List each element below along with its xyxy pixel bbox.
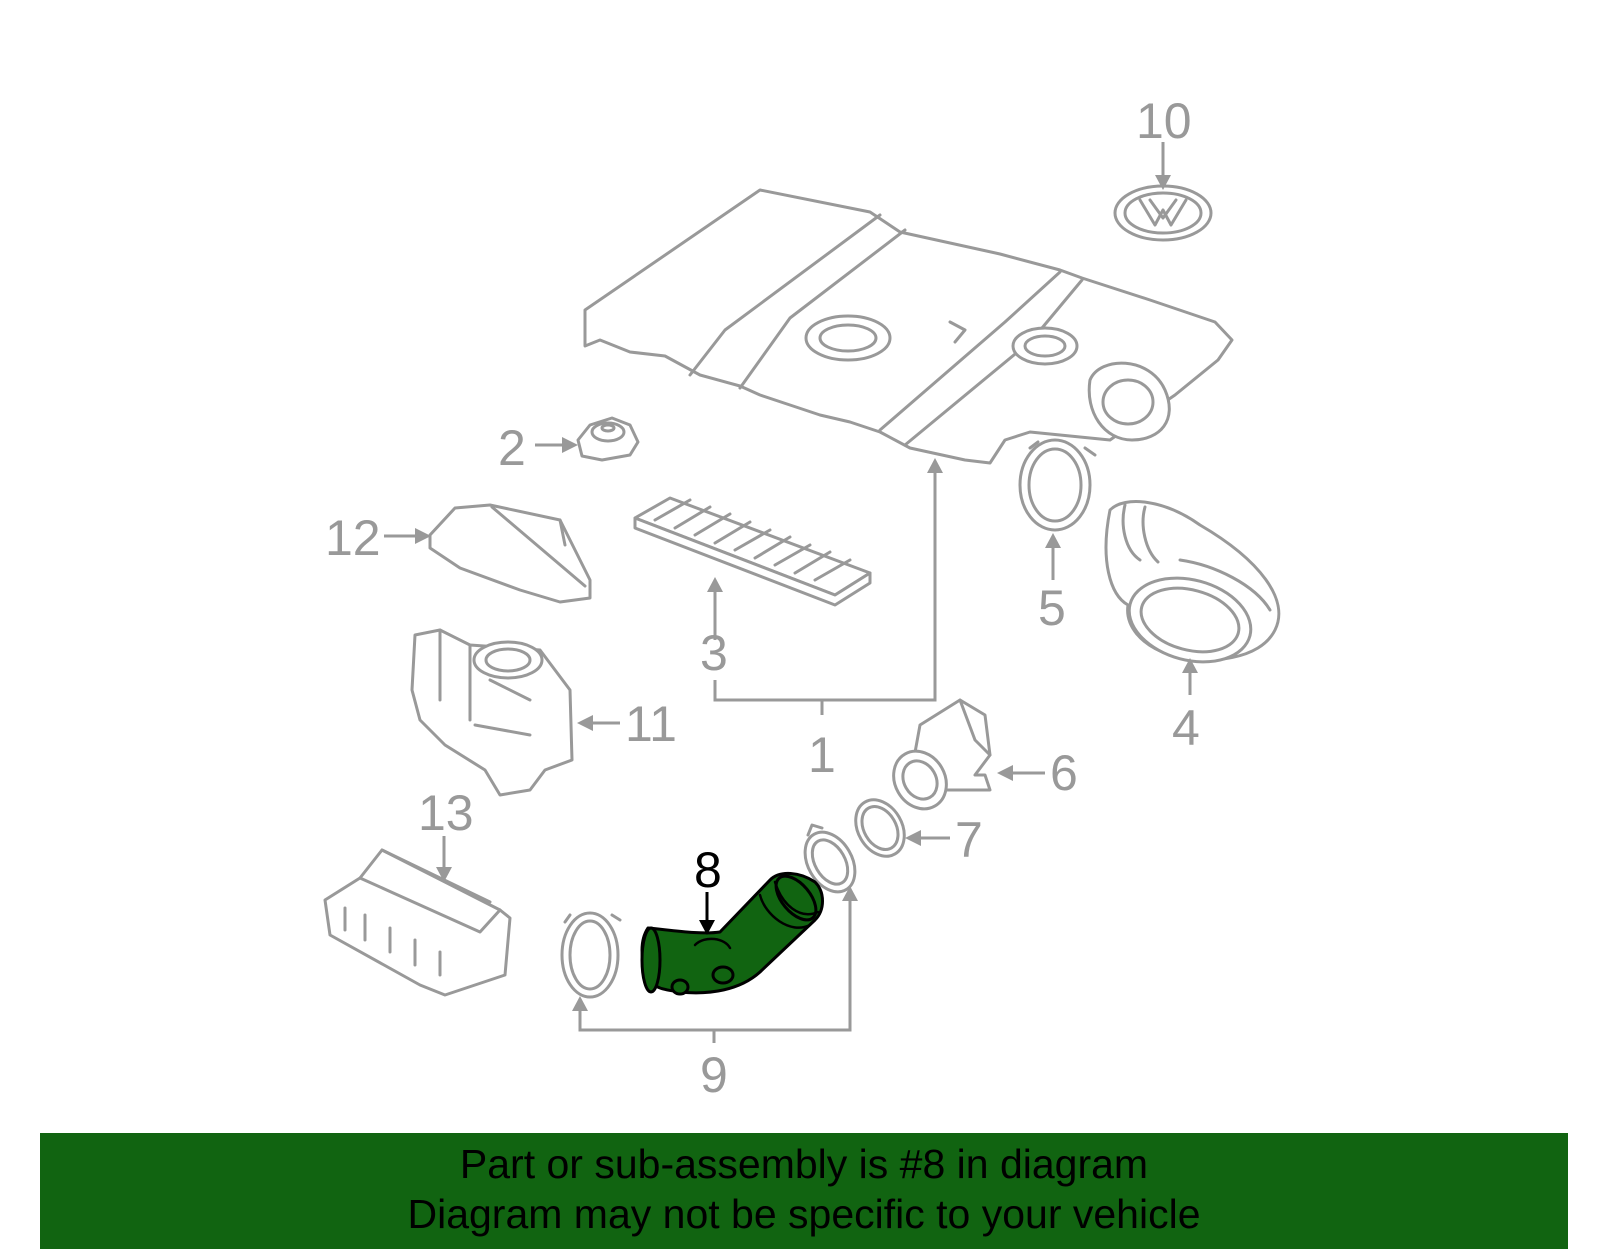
cover-part-12 xyxy=(428,503,592,604)
engine-cover-part-1 xyxy=(583,188,1234,465)
clamp-part-5 xyxy=(1018,438,1097,532)
callout-12: 12 xyxy=(325,510,381,566)
callout-4: 4 xyxy=(1172,700,1200,756)
parts-diagram: 1 2 3 4 5 6 7 8 9 10 11 12 13 xyxy=(323,93,1281,1103)
air-intake-hose-part-8 xyxy=(640,872,824,996)
air-filter-part-3 xyxy=(633,496,872,607)
seal-ring-part-7 xyxy=(854,798,906,858)
callout-13: 13 xyxy=(418,785,474,841)
callout-8: 8 xyxy=(694,842,722,898)
clamp-lower-part-9 xyxy=(560,911,622,999)
maf-sensor-part-6 xyxy=(892,698,992,811)
air-box-part-11 xyxy=(410,628,574,797)
callout-9: 9 xyxy=(700,1047,728,1103)
callout-11: 11 xyxy=(625,696,677,752)
callout-7: 7 xyxy=(955,812,983,868)
callout-3: 3 xyxy=(700,625,728,681)
air-duct-part-13 xyxy=(323,848,512,997)
clamp-upper-part-9 xyxy=(803,823,857,894)
grommet-part-2 xyxy=(576,416,640,462)
callout-2: 2 xyxy=(498,420,526,476)
banner-line-2: Diagram may not be specific to your vehi… xyxy=(407,1191,1201,1237)
leader-lines xyxy=(384,142,1198,1043)
callout-labels: 1 2 3 4 5 6 7 8 9 10 11 12 13 xyxy=(325,93,1200,1103)
callout-1: 1 xyxy=(808,727,836,783)
callout-10: 10 xyxy=(1136,93,1192,149)
callout-5: 5 xyxy=(1038,580,1066,636)
intake-hose-part-4 xyxy=(1104,500,1281,664)
callout-6: 6 xyxy=(1050,745,1078,801)
emblem-part-10 xyxy=(1113,184,1213,242)
banner-line-1: Part or sub-assembly is #8 in diagram xyxy=(459,1141,1149,1187)
info-banner: Part or sub-assembly is #8 in diagram Di… xyxy=(40,1133,1568,1249)
